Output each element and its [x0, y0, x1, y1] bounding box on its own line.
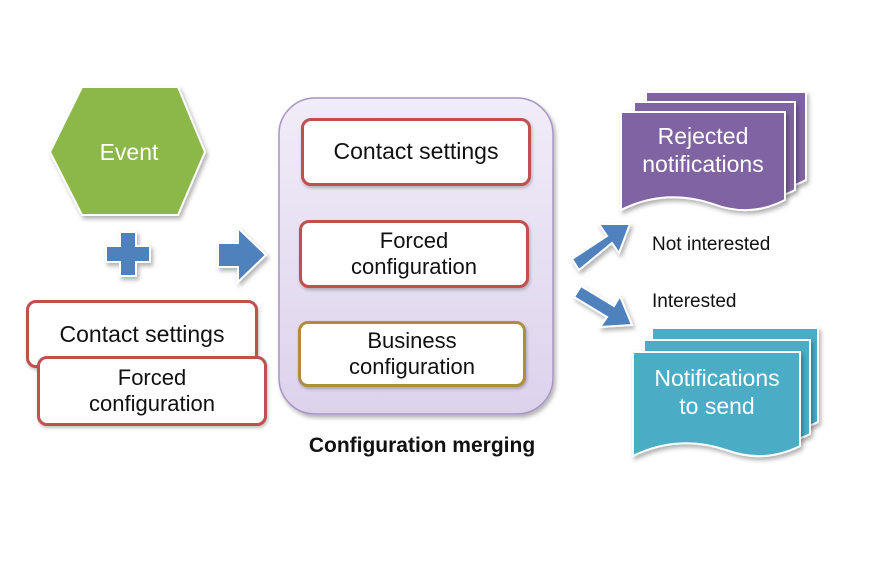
- merge-business-configuration-box: Business configuration: [298, 321, 526, 387]
- event-label: Event: [99, 139, 159, 165]
- merge-forced-line1: Forced: [379, 227, 449, 253]
- configuration-merging-title: Configuration merging: [308, 434, 536, 457]
- merge-contact-settings-label: Contact settings: [333, 138, 499, 165]
- send-line2: to send: [679, 393, 755, 420]
- input-forced-configuration-box: Forced configuration: [37, 356, 267, 426]
- rejected-notifications-label: Rejected notifications: [622, 122, 784, 178]
- interested-label: Interested: [652, 291, 737, 312]
- input-contact-settings-label: Contact settings: [59, 321, 225, 347]
- merge-contact-settings-box: Contact settings: [301, 118, 531, 186]
- notifications-to-send-stack: [632, 327, 819, 458]
- merge-forced-configuration-box: Forced configuration: [299, 220, 529, 288]
- not-interested-label: Not interested: [652, 234, 771, 255]
- merge-forced-line2: configuration: [351, 254, 477, 279]
- send-line1: Notifications: [654, 365, 780, 391]
- rejected-line2: notifications: [642, 151, 764, 178]
- merge-business-line1: Business: [367, 327, 457, 353]
- arrow-right-icon: [217, 225, 268, 285]
- rejected-line1: Rejected: [657, 123, 749, 149]
- plus-icon: [105, 231, 151, 277]
- input-forced-line1: Forced: [117, 364, 187, 390]
- rejected-notifications-stack: [620, 91, 807, 212]
- arrow-down-right-icon: [572, 284, 634, 329]
- input-forced-line2: configuration: [89, 391, 215, 416]
- event-hexagon: [48, 86, 207, 216]
- merge-business-line2: configuration: [349, 354, 475, 379]
- notifications-to-send-label: Notifications to send: [634, 364, 800, 420]
- arrow-up-right-icon: [570, 223, 632, 272]
